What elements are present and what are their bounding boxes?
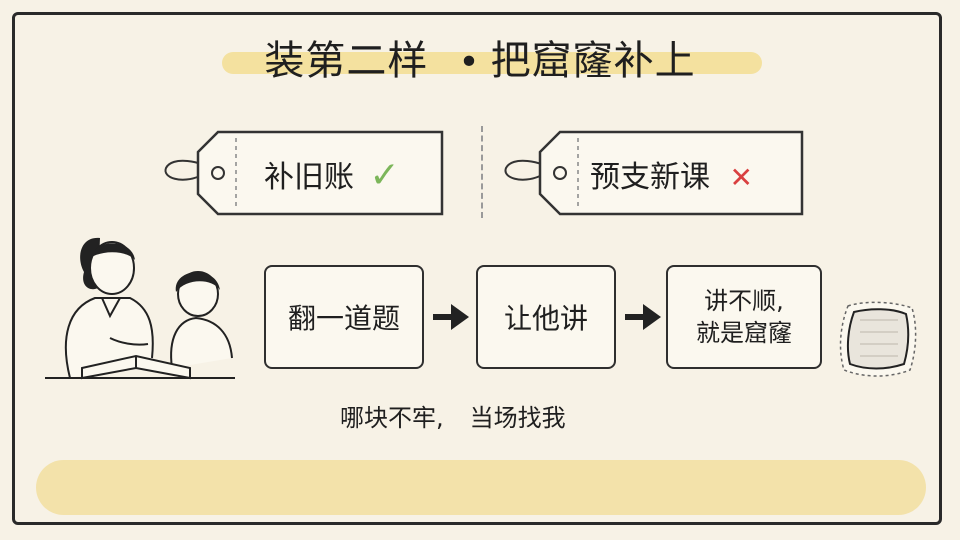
arrow-right-icon — [625, 304, 661, 330]
step-pick-question: 翻一道题 — [264, 265, 424, 369]
step-find-hole: 讲不顺, 就是窟窿 — [666, 265, 822, 369]
tag-new-lesson: 预支新课 ✕ — [590, 152, 753, 196]
cross-icon: ✕ — [729, 161, 754, 194]
bottom-note: 哪块不牢, 当场找我 — [340, 398, 566, 433]
mother-child-illustration — [45, 237, 235, 380]
note-part2: 当场找我 — [469, 404, 566, 432]
step-let-him-explain-label: 让他讲 — [503, 302, 588, 335]
title-part1: 装第二样 — [264, 38, 429, 84]
step-find-hole-text: 讲不顺, 就是窟窿 — [696, 285, 792, 349]
tag-new-lesson-label: 预支新课 — [590, 160, 710, 195]
tag-shape-2 — [538, 130, 804, 216]
tag-shape-1 — [196, 130, 444, 216]
step-let-him-explain: 让他讲 — [476, 265, 616, 369]
slide-frame — [12, 12, 942, 525]
arrow-right-icon — [433, 304, 469, 330]
patch-icon — [839, 301, 917, 377]
step-find-hole-line1: 讲不顺, — [704, 287, 784, 315]
tag-divider — [481, 126, 483, 218]
tag-old-debt-label: 补旧账 — [264, 160, 354, 195]
title-highlight — [222, 52, 762, 74]
title-row: 装第二样 •把窟窿补上 — [0, 28, 960, 86]
step-pick-question-label: 翻一道题 — [287, 302, 400, 335]
tag-old-debt: 补旧账 ✓ — [264, 152, 400, 196]
title-part2: 把窟窿补上 — [490, 38, 696, 84]
title-dot: • — [458, 42, 481, 83]
note-part1: 哪块不牢, — [340, 404, 444, 432]
page-title: 装第二样 •把窟窿补上 — [264, 28, 695, 86]
check-icon: ✓ — [369, 155, 400, 196]
bottom-highlight — [36, 460, 926, 515]
step-find-hole-line2: 就是窟窿 — [696, 319, 792, 347]
